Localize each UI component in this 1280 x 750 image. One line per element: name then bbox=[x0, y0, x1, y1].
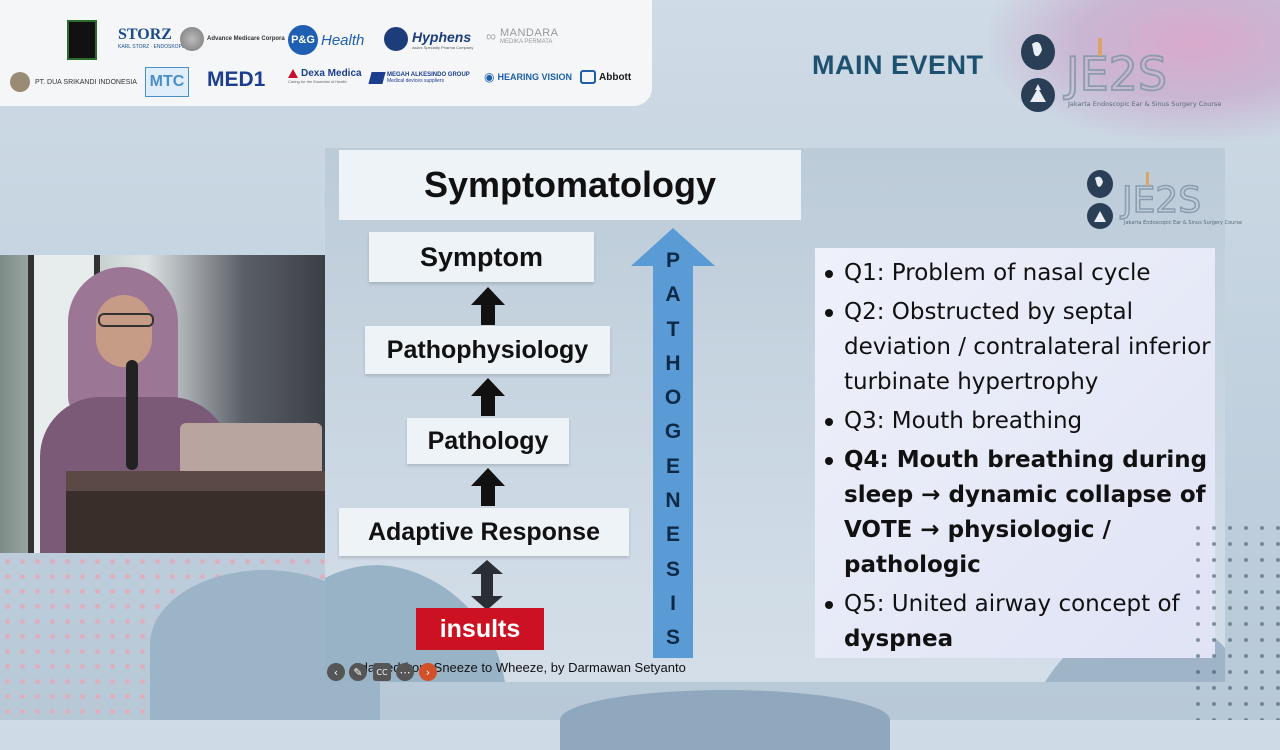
back-icon[interactable]: ‹ bbox=[327, 663, 345, 681]
sponsor-bar: STORZ KARL STORZ · ENDOSKOPE Advance Med… bbox=[0, 0, 652, 106]
hyphens-circle-icon bbox=[384, 27, 408, 51]
double-arrow-icon bbox=[471, 560, 503, 610]
sponsor-mtc: MTC bbox=[145, 67, 189, 97]
dua-srikandi-icon bbox=[10, 72, 30, 92]
up-arrow-icon bbox=[471, 468, 505, 506]
step-pathology: Pathology bbox=[407, 418, 569, 464]
pen-icon[interactable]: ✎ bbox=[349, 663, 367, 681]
insults-box: insults bbox=[416, 608, 544, 650]
subtitles-icon[interactable]: CC bbox=[373, 663, 391, 681]
pg-circle-icon: P&G bbox=[288, 25, 318, 55]
main-event-label: MAIN EVENT bbox=[812, 50, 984, 81]
speaker-webcam-video bbox=[0, 255, 325, 553]
sponsor-logo-black bbox=[67, 20, 97, 60]
dexa-triangle-icon bbox=[288, 69, 298, 78]
question-item: Q5: United airway concept of dyspnea bbox=[815, 587, 1215, 657]
sponsor-abbott: Abbott bbox=[580, 70, 631, 84]
sponsor-megah-alkesindo: MEGAH ALKESINDO GROUP Medical devices su… bbox=[370, 72, 470, 84]
sponsor-dexa: Dexa Medica Caring for the Essential of … bbox=[288, 68, 362, 84]
sponsor-hearing-vision: ◉ HEARING VISION bbox=[484, 70, 572, 84]
je2s-logo: JE2S Jakarta Endoscopic Ear & Sinus Surg… bbox=[1018, 32, 1258, 114]
sponsor-pg-health: P&G Health bbox=[288, 25, 364, 55]
up-arrow-icon bbox=[471, 378, 505, 416]
je2s-logo-small: JE2S Jakarta Endoscopic Ear & Sinus Surg… bbox=[1084, 168, 1264, 232]
hearing-vision-icon: ◉ bbox=[484, 70, 494, 84]
je2s-small-subtitle: Jakarta Endoscopic Ear & Sinus Surgery C… bbox=[1123, 220, 1242, 226]
je2s-logo-text: JE2S bbox=[1063, 47, 1167, 101]
dotted-decoration-right bbox=[1190, 520, 1280, 720]
mandara-icon: ∞ bbox=[486, 28, 496, 44]
je2s-logo-subtitle: Jakarta Endoscopic Ear & Sinus Surgery C… bbox=[1067, 100, 1221, 108]
sponsor-mandara: ∞ MANDARA MEDIKA PERMATA bbox=[486, 27, 559, 45]
pathogenesis-label: P A T H O G E N E S I S bbox=[661, 244, 685, 656]
step-pathophysiology: Pathophysiology bbox=[365, 326, 610, 374]
sponsor-med1: MED1 bbox=[207, 68, 265, 92]
question-item: Q1: Problem of nasal cycle bbox=[815, 256, 1215, 291]
globe-icon bbox=[180, 27, 204, 51]
step-symptom: Symptom bbox=[369, 232, 594, 282]
megah-icon bbox=[368, 72, 385, 84]
question-item: Q3: Mouth breathing bbox=[815, 404, 1215, 439]
question-item: Q4: Mouth breathing during sleep → dynam… bbox=[815, 443, 1215, 583]
microphone bbox=[126, 360, 138, 470]
up-arrow-icon bbox=[471, 287, 505, 325]
question-item: Q2: Obstructed by septal deviation / con… bbox=[815, 295, 1215, 400]
step-adaptive-response: Adaptive Response bbox=[339, 508, 629, 556]
wave-decoration-bottom bbox=[560, 690, 890, 750]
laptop bbox=[180, 423, 322, 473]
sponsor-advance-medicare: Advance Medicare Corpora bbox=[180, 27, 285, 51]
podium-top bbox=[66, 471, 325, 491]
abbott-icon bbox=[580, 70, 596, 84]
more-icon[interactable]: ⋯ bbox=[396, 663, 414, 681]
je2s-small-text: JE2S bbox=[1120, 180, 1201, 221]
sponsor-hyphens: Hyphens Asia's Specialty Pharma Company bbox=[384, 27, 473, 51]
next-icon[interactable]: › bbox=[419, 663, 437, 681]
slide-title: Symptomatology bbox=[339, 150, 801, 220]
sponsor-storz: STORZ KARL STORZ · ENDOSKOPE bbox=[118, 26, 185, 50]
sponsor-dua-srikandi: PT. DUA SRIKANDI INDONESIA bbox=[10, 72, 137, 92]
questions-box: Q1: Problem of nasal cycle Q2: Obstructe… bbox=[815, 248, 1215, 658]
